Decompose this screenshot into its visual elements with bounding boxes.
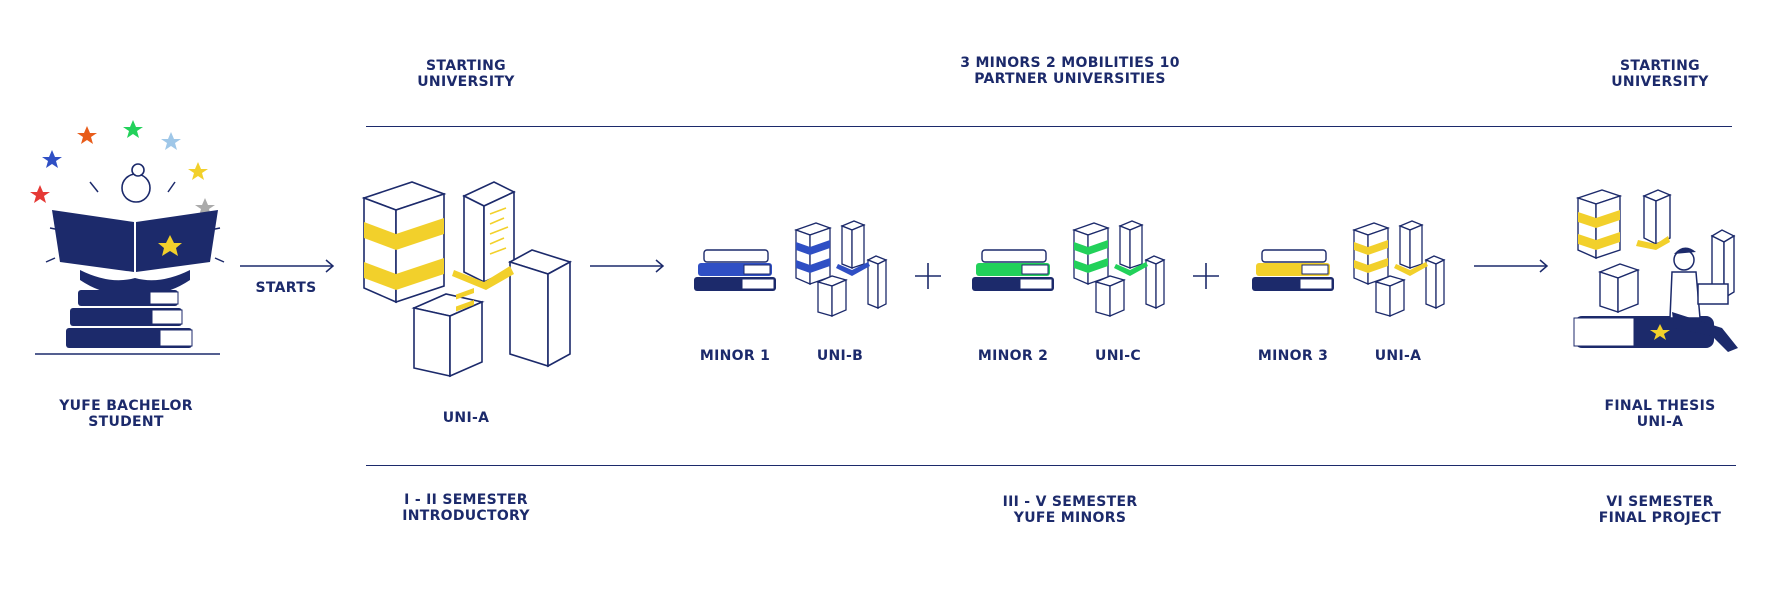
starts-label: STARTS [255,280,317,296]
minor-campus-icon [794,220,888,317]
minor-books-icon [1252,249,1334,291]
arrow-to-minors [590,259,665,273]
uni-label: UNI-B [816,348,864,364]
semester-final-project: VI SEMESTER FINAL PROJECT [1598,494,1722,526]
minor-books-icon [972,249,1054,291]
bottom-divider [366,465,1736,466]
top-divider [366,126,1732,127]
header-starting-university: STARTING UNIVERSITY [417,58,515,90]
minor-label: MINOR 2 [977,348,1049,364]
minor-campus-icon [1352,220,1446,317]
uni-a-campus-illustration [361,181,573,378]
student-illustration [30,120,225,355]
minor-label: MINOR 1 [699,348,771,364]
plus-icon [915,263,941,289]
uni-label: UNI-A [1374,348,1422,364]
minor-books-icon [694,249,776,291]
plus-icon [1193,263,1219,289]
header-starting-university-end: STARTING UNIVERSITY [1611,58,1709,90]
header-minors-mobilities: 3 MINORS 2 MOBILITIES 10 PARTNER UNIVERS… [960,55,1180,87]
student-label: YUFE BACHELOR STUDENT [59,398,193,430]
semester-introductory: I - II SEMESTER INTRODUCTORY [402,492,530,524]
uni-label: UNI-C [1095,348,1141,364]
minor-label: MINOR 3 [1257,348,1329,364]
final-thesis-illustration [1573,189,1738,352]
arrow-to-final [1474,259,1549,273]
arrow-starts [240,259,335,273]
semester-minors: III - V SEMESTER YUFE MINORS [1002,494,1138,526]
final-thesis-label: FINAL THESIS UNI-A [1604,398,1716,430]
minor-campus-icon [1072,220,1166,317]
uni-a-main-label: UNI-A [442,410,490,426]
